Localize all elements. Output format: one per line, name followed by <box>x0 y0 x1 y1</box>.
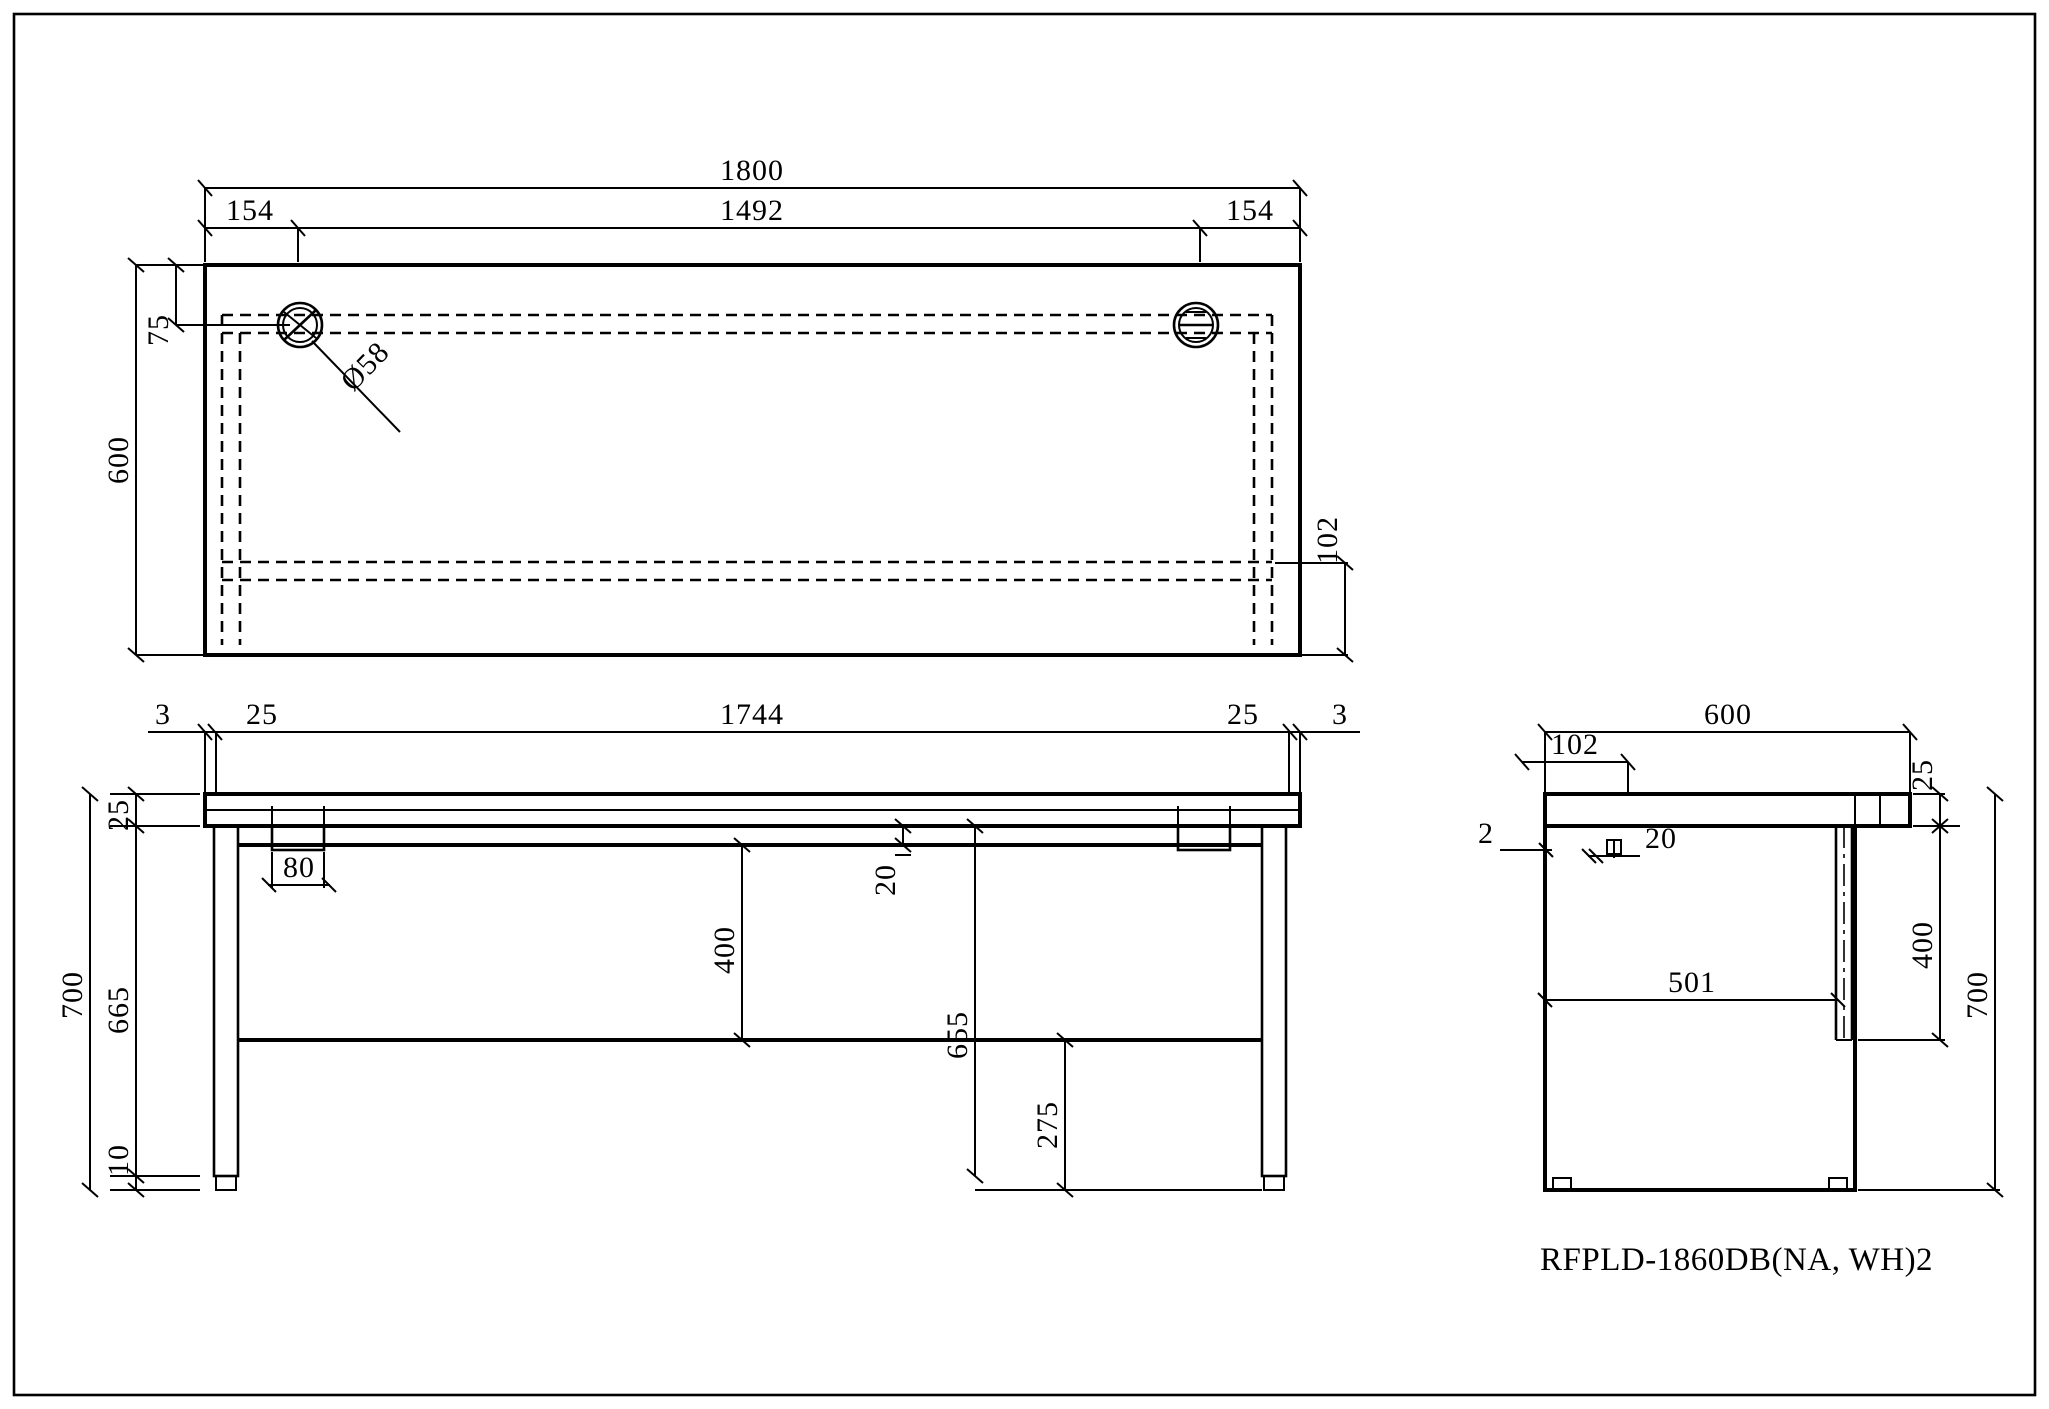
dim-line-side-depth <box>1537 723 1918 792</box>
dim-line-grommet-offset <box>167 257 290 333</box>
dim-left-cap: 3 <box>155 698 171 731</box>
dim-line-side-panel-gap <box>1581 840 1640 864</box>
side-view-top-slab <box>1543 792 1912 828</box>
front-view-bracket-right <box>1176 806 1232 852</box>
dim-depth: 600 <box>102 436 135 484</box>
dim-right-offset: 154 <box>1226 194 1274 227</box>
dim-line-side-inner-depth <box>1537 992 1846 1008</box>
dim-lower-height: 275 <box>1031 1101 1064 1149</box>
dim-line-side-panel-height <box>1858 818 1949 1048</box>
front-view: 3 25 1744 25 3 700 25 665 10 <box>56 698 1360 1198</box>
front-view-right-leg <box>1260 824 1288 1191</box>
top-view: Ø58 1800 154 1492 154 <box>102 154 1354 663</box>
dim-side-inner-depth: 501 <box>1668 966 1716 999</box>
dim-line-side-total-height <box>1858 786 2004 1198</box>
dim-grommet-offset: 75 <box>142 314 175 346</box>
dim-side-total-height: 700 <box>1961 971 1994 1019</box>
dim-line-front-height-chain <box>81 786 200 1198</box>
dim-line-rear-offset <box>1275 555 1354 663</box>
dim-panel-gap: 20 <box>869 864 902 896</box>
dim-line-lower-height <box>975 1032 1262 1198</box>
top-view-hidden-frame <box>220 313 1274 645</box>
dim-rear-offset: 102 <box>1311 516 1344 564</box>
dim-right-cap: 3 <box>1332 698 1348 731</box>
grommet-diameter-leader <box>311 340 401 433</box>
dim-line-side-edge-gap <box>1500 842 1554 858</box>
dim-grommet-diameter: Ø58 <box>334 335 396 397</box>
dim-body-height: 665 <box>102 986 135 1034</box>
dim-panel-height: 400 <box>708 926 741 974</box>
dim-side-front-inset: 102 <box>1551 728 1599 761</box>
front-view-left-leg <box>212 824 240 1191</box>
dim-line-inner-width <box>197 219 1308 262</box>
dim-line-overall-width <box>197 179 1308 262</box>
dim-right-leg: 25 <box>1227 698 1259 731</box>
dim-line-bracket-width <box>261 852 337 893</box>
dim-left-offset: 154 <box>226 194 274 227</box>
sheet-border <box>12 12 2037 1397</box>
dim-side-panel-height: 400 <box>1906 921 1939 969</box>
dim-side-edge-gap: 2 <box>1478 817 1494 850</box>
top-view-outline <box>203 263 1302 657</box>
dim-overall-width: 1800 <box>720 154 784 187</box>
front-view-top-slab <box>203 792 1302 828</box>
dim-side-panel-gap: 20 <box>1645 822 1677 855</box>
dim-line-panel-gap <box>894 818 912 856</box>
dim-top-thickness: 25 <box>102 799 135 831</box>
dim-inner-width: 1492 <box>720 194 784 227</box>
dim-bracket-width: 80 <box>283 851 315 884</box>
dim-line-rail-height <box>966 818 984 1184</box>
dim-line-front-width <box>148 723 1360 795</box>
dim-line-side-front-inset <box>1514 753 1636 792</box>
dim-side-depth: 600 <box>1704 698 1752 731</box>
side-view-end-panel <box>1543 824 1857 1192</box>
part-number-label: RFPLD-1860DB(NA, WH)2 <box>1540 1242 1933 1278</box>
side-view-rear-leg <box>1834 826 1854 1041</box>
dim-line-side-top-thickness <box>1913 786 1960 834</box>
dim-total-height: 700 <box>56 971 89 1019</box>
dim-foot-height: 10 <box>102 1144 135 1176</box>
dim-rail-height: 655 <box>941 1011 974 1059</box>
dim-side-top-thickness: 25 <box>1906 759 1939 791</box>
front-view-modesty-panel <box>237 843 1263 1042</box>
dim-left-leg: 25 <box>246 698 278 731</box>
side-view: 600 102 25 2 20 <box>1478 698 2004 1198</box>
grommet-hole-right <box>1172 301 1220 349</box>
dim-front-span: 1744 <box>720 698 784 731</box>
front-view-bracket-left <box>270 806 326 852</box>
dim-line-panel-height <box>733 837 751 1048</box>
